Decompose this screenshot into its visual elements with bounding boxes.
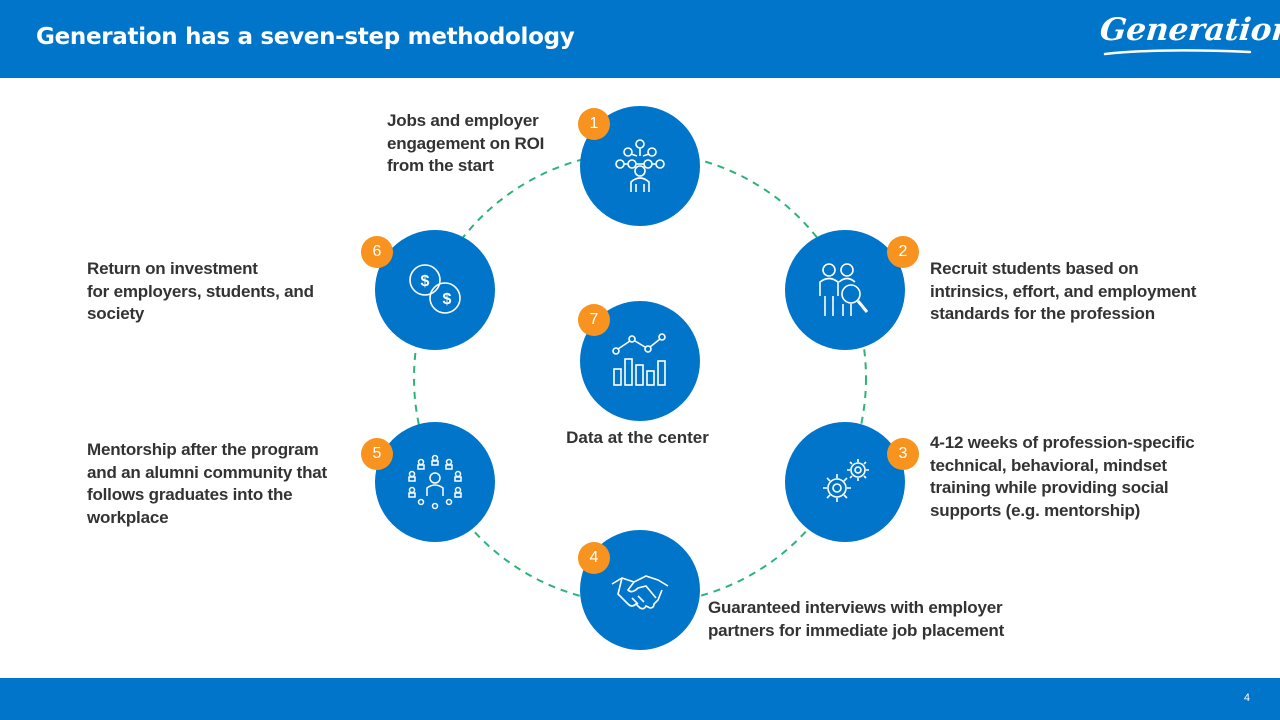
step-6-circle: $ $ bbox=[375, 230, 495, 350]
community-icon bbox=[408, 454, 462, 510]
header-bar: Generation has a seven-step methodology … bbox=[0, 0, 1280, 78]
handshake-icon bbox=[611, 575, 669, 610]
page-number: 4 bbox=[1243, 692, 1250, 704]
logo-underline-icon bbox=[1103, 49, 1252, 56]
step-6-label: Return on investment for employers, stud… bbox=[87, 259, 314, 323]
step-7-badge: 7 bbox=[578, 304, 610, 336]
step-2-badge: 2 bbox=[887, 236, 919, 268]
step-4-label: Guaranteed interviews with employer part… bbox=[708, 598, 1005, 640]
step-2-circle bbox=[785, 230, 905, 350]
svg-text:$: $ bbox=[443, 291, 452, 308]
svg-text:$: $ bbox=[421, 273, 430, 290]
step-1-badge: 1 bbox=[578, 108, 610, 140]
step-1-label: Jobs and employer engagement on ROI from… bbox=[387, 111, 545, 175]
step-6-badge: 6 bbox=[361, 236, 393, 268]
recruit-search-icon bbox=[819, 263, 869, 316]
gears-icon bbox=[823, 459, 869, 502]
page-title: Generation has a seven-step methodology bbox=[36, 24, 575, 50]
dollar-coins-icon: $ $ bbox=[409, 264, 461, 314]
data-chart-icon bbox=[612, 333, 666, 386]
generation-logo: Generation bbox=[1098, 12, 1280, 62]
step-3-circle bbox=[785, 422, 905, 542]
step-5-badge: 5 bbox=[361, 438, 393, 470]
step-7-label: Data at the center bbox=[566, 428, 709, 447]
step-5-label: Mentorship after the program and an alum… bbox=[87, 440, 327, 527]
step-2-label: Recruit students based on intrinsics, ef… bbox=[930, 259, 1197, 323]
step-3-label: 4-12 weeks of profession-specific techni… bbox=[930, 433, 1195, 520]
footer-bar: 4 bbox=[0, 678, 1280, 720]
step-4-badge: 4 bbox=[578, 542, 610, 574]
network-people-icon bbox=[615, 139, 665, 192]
step-5-circle bbox=[375, 422, 495, 542]
step-7-circle bbox=[580, 301, 700, 421]
step-3-badge: 3 bbox=[887, 438, 919, 470]
